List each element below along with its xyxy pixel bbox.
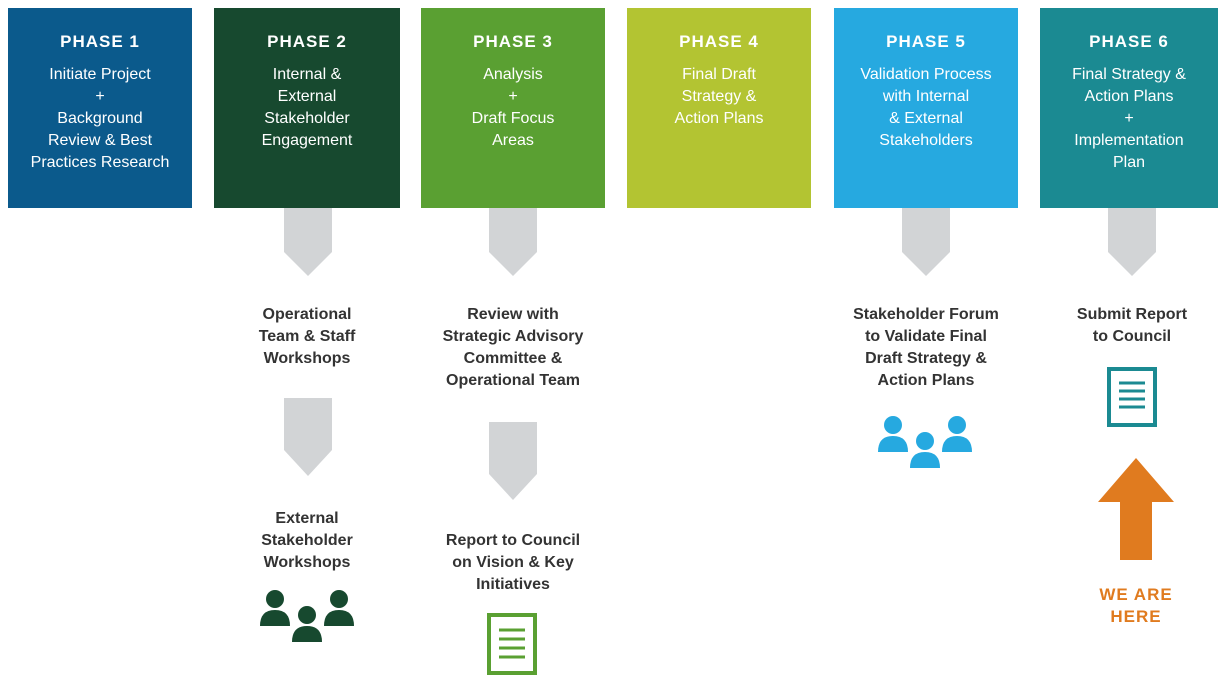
phase-3-box: PHASE 3 Analysis + Draft Focus Areas <box>421 8 605 208</box>
phase-3-second-down-arrow-icon <box>489 422 537 500</box>
phase-4-title: PHASE 4 <box>679 32 759 51</box>
phase-3-title: PHASE 3 <box>473 32 553 51</box>
phase-2-down-arrow-icon <box>284 208 332 276</box>
phase-1-box: PHASE 1 Initiate Project + Background Re… <box>8 8 192 208</box>
phase-6-document-icon <box>1107 367 1157 427</box>
phase-2-second-down-arrow-icon <box>284 398 332 476</box>
phase-2-title: PHASE 2 <box>267 32 347 51</box>
phase-3-document-icon <box>487 613 537 675</box>
phase-2-step-operational-workshops: Operational Team & Staff Workshops <box>258 306 356 367</box>
phase-2-people-group-icon <box>260 590 354 642</box>
phase-5-down-arrow-icon <box>902 208 950 276</box>
phase-5-desc: Validation Process with Internal & Exter… <box>860 66 992 149</box>
phase-3-desc: Analysis + Draft Focus Areas <box>471 66 555 149</box>
phase-3-step-review: Review with Strategic Advisory Committee… <box>442 306 584 389</box>
phase-6-step-submit-report: Submit Report to Council <box>1076 306 1188 345</box>
phase-5-box: PHASE 5 Validation Process with Internal… <box>834 8 1018 208</box>
phase-5-step-stakeholder-forum: Stakeholder Forum to Validate Final Draf… <box>853 306 999 389</box>
phase-4-box: PHASE 4 Final Draft Strategy & Action Pl… <box>627 8 811 208</box>
phase-6-down-arrow-icon <box>1108 208 1156 276</box>
phase-2-box: PHASE 2 Internal & External Stakeholder … <box>214 8 400 208</box>
phase-2-step-external-workshops: External Stakeholder Workshops <box>261 510 353 571</box>
phase-4-desc: Final Draft Strategy & Action Plans <box>674 66 764 127</box>
phase-2-desc: Internal & External Stakeholder Engageme… <box>261 66 353 149</box>
phase-6-desc: Final Strategy & Action Plans + Implemen… <box>1072 66 1186 171</box>
we-are-here-label: WE ARE HERE <box>1099 585 1173 626</box>
phase-6-title: PHASE 6 <box>1089 32 1169 51</box>
phase-5-title: PHASE 5 <box>886 32 966 51</box>
phase-1-title: PHASE 1 <box>60 32 140 51</box>
phase-3-down-arrow-icon <box>489 208 537 276</box>
we-are-here-up-arrow-icon <box>1098 458 1174 560</box>
phase-6-box: PHASE 6 Final Strategy & Action Plans + … <box>1040 8 1218 208</box>
phase-1-desc: Initiate Project + Background Review & B… <box>30 66 170 171</box>
phase-5-people-group-icon <box>878 416 972 468</box>
phase-3-step-report: Report to Council on Vision & Key Initia… <box>445 532 581 593</box>
